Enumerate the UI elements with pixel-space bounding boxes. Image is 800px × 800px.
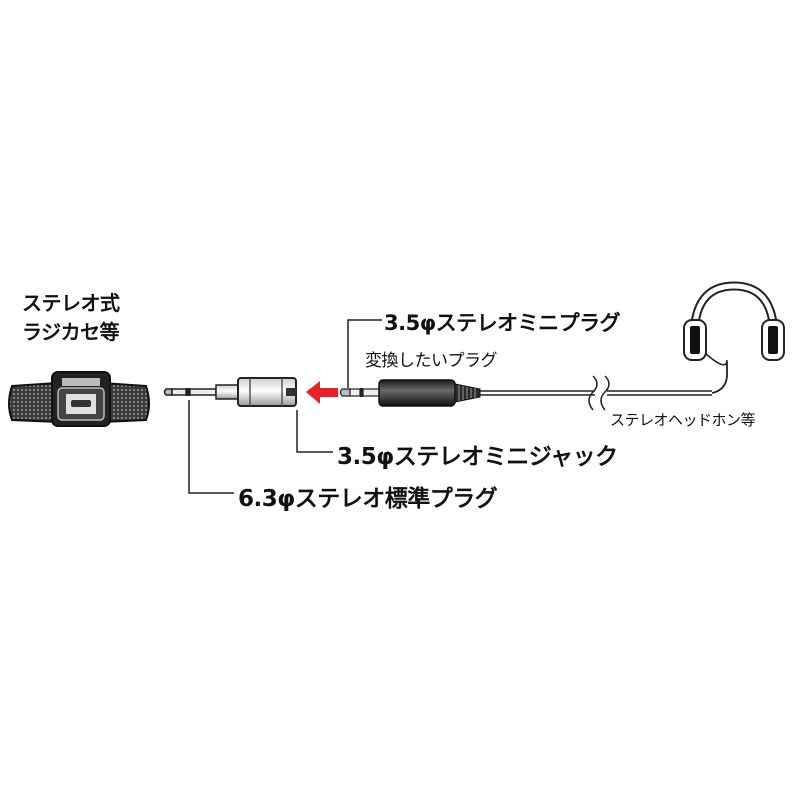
standard-plug-icon xyxy=(163,384,239,400)
insert-arrow-icon xyxy=(306,381,338,404)
label-radio-line2: ラジカセ等 xyxy=(22,320,120,344)
label-standard-plug: 6.3φステレオ標準プラグ xyxy=(238,486,498,512)
mini-plug-icon xyxy=(339,379,481,407)
label-convert-plug: 変換したいプラグ xyxy=(365,351,498,371)
label-mini-plug: 3.5φステレオミニプラグ xyxy=(384,311,621,335)
mini-jack-adapter-icon xyxy=(237,377,297,407)
cable-line xyxy=(480,362,728,411)
radio-cassette-icon xyxy=(8,371,150,427)
label-radio-line1: ステレオ式 xyxy=(22,291,120,315)
headphones-icon xyxy=(683,281,785,366)
label-mini-jack: 3.5φステレオミニジャック xyxy=(337,444,618,470)
label-headphones: ステレオヘッドホン等 xyxy=(610,411,756,429)
leader-lines xyxy=(188,319,382,494)
